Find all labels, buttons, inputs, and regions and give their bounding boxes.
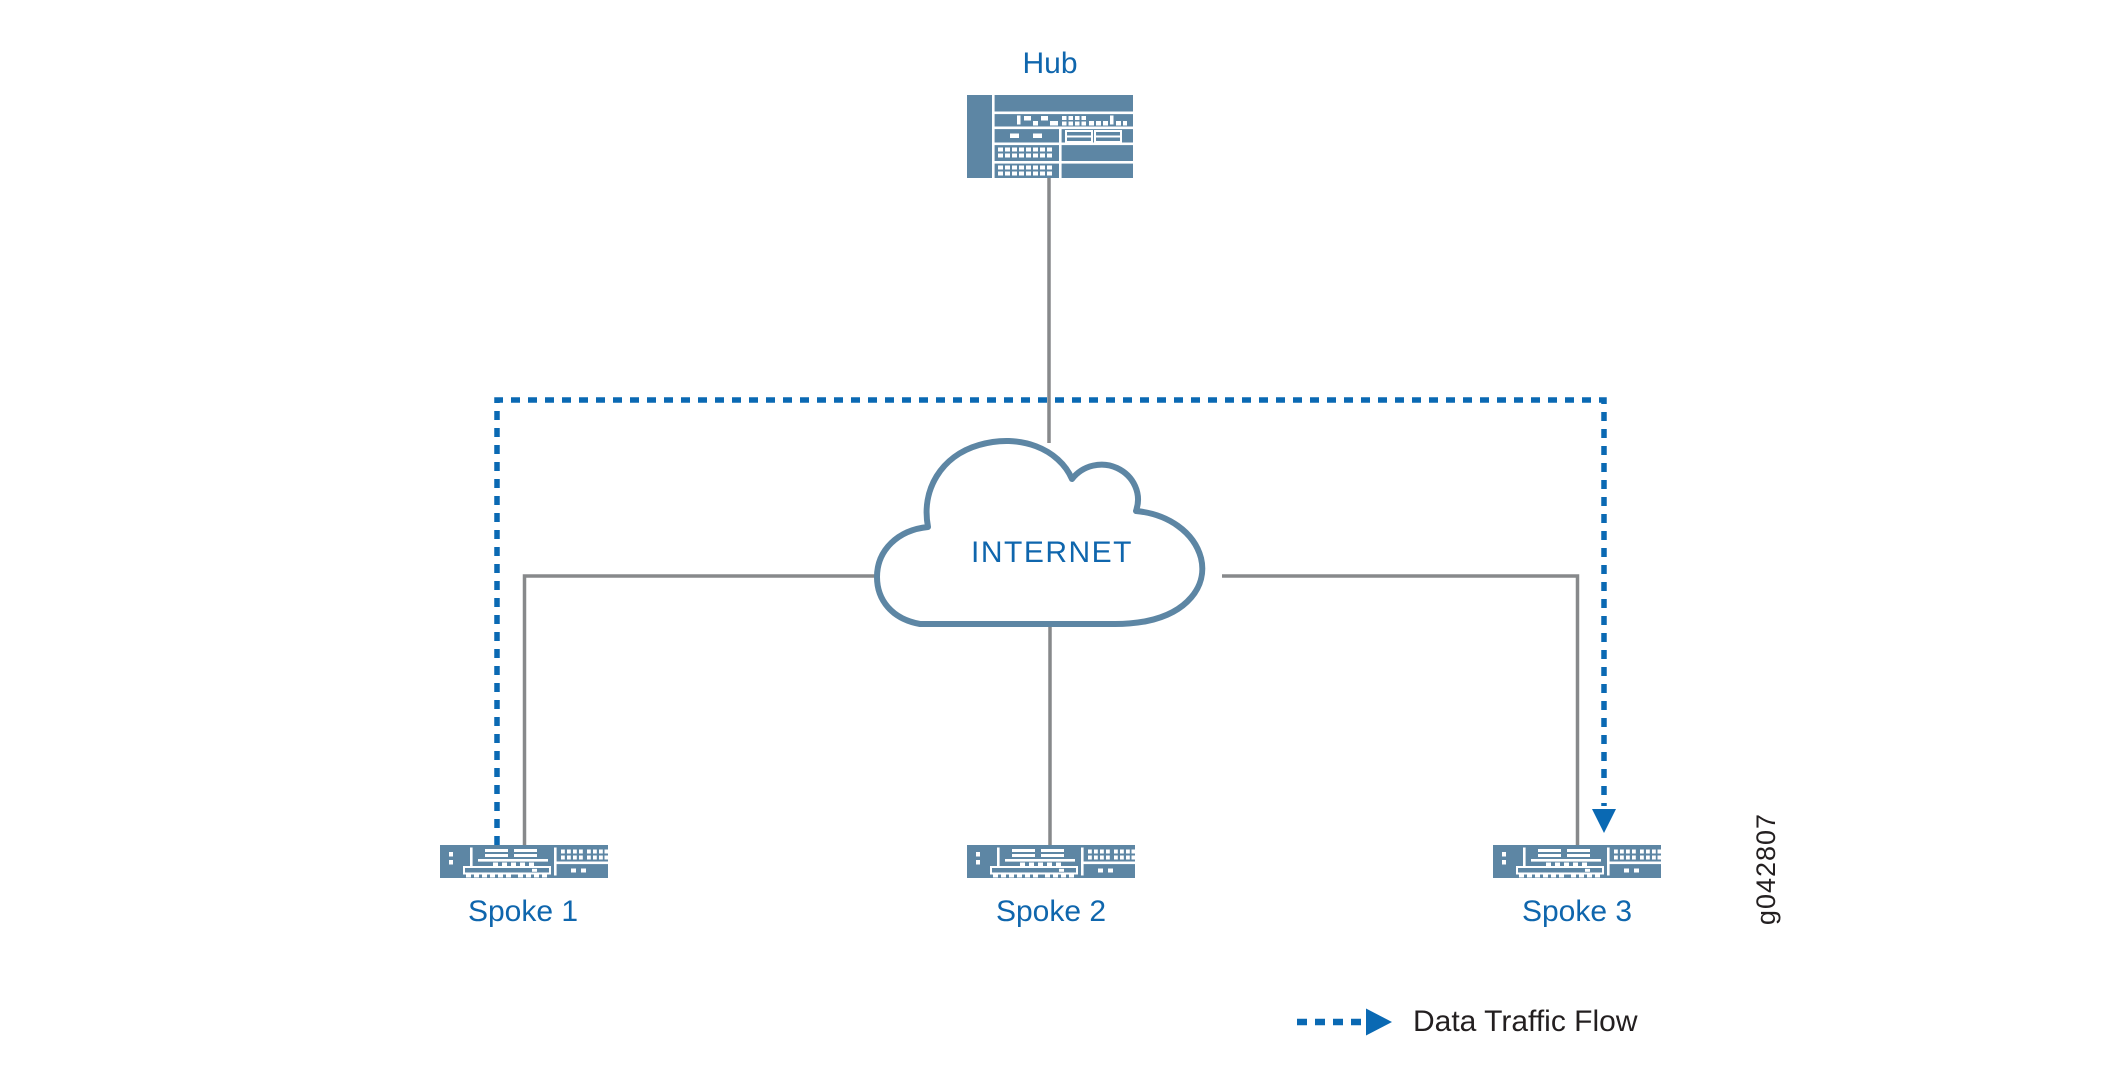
hub-device-icon: [967, 95, 1133, 178]
spoke3-device-icon: [1492, 844, 1662, 879]
spoke2-label: Spoke 2: [995, 895, 1107, 928]
link-internet-spoke3: [1222, 574, 1580, 845]
data-traffic-flow-arrowhead-icon: [1592, 809, 1616, 833]
internet-cloud-icon: [874, 438, 1206, 627]
hub-label: Hub: [1022, 47, 1078, 80]
figure-id-label: g042807: [1751, 812, 1781, 926]
spoke2-device-icon: [966, 844, 1136, 879]
link-internet-spoke1: [522, 574, 880, 845]
spoke3-label: Spoke 3: [1521, 895, 1633, 928]
legend-label: Data Traffic Flow: [1413, 1005, 1638, 1038]
spoke1-device-icon: [439, 844, 609, 879]
internet-label: INTERNET: [971, 536, 1133, 569]
data-traffic-flow-path: [494, 397, 1607, 845]
spoke1-label: Spoke 1: [467, 895, 579, 928]
hub-port-dots: [998, 147, 1052, 176]
legend-arrowhead-icon: [1366, 1008, 1392, 1036]
